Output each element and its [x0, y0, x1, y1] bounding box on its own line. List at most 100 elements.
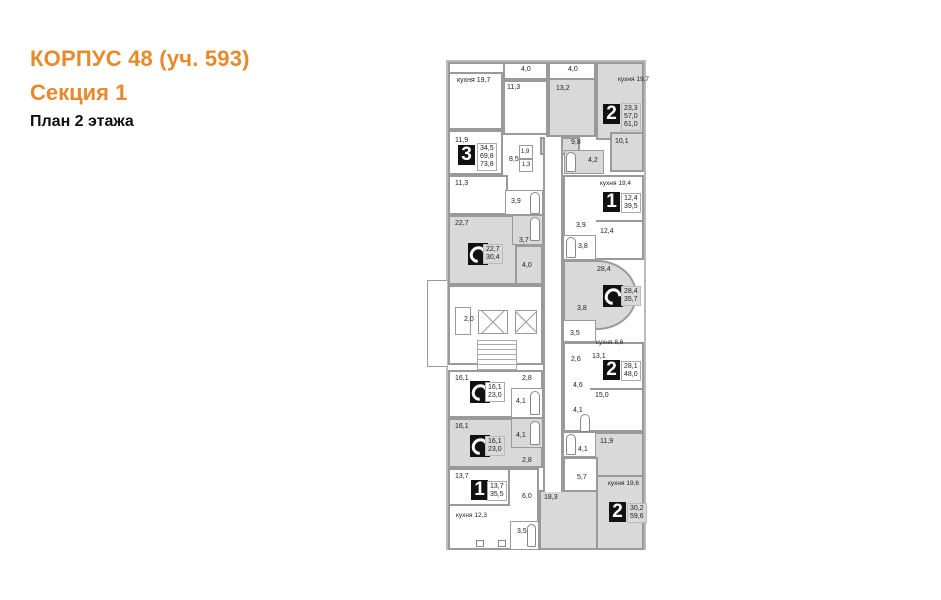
room-label: 18,3: [544, 494, 558, 501]
room-label: 4,6: [573, 382, 583, 389]
room-label: 16,1: [455, 375, 469, 382]
apartment-type-badge: 2: [609, 501, 626, 522]
area-total: 59,6: [630, 513, 644, 520]
bathtub-icon: [580, 414, 590, 432]
stairs-icon: [477, 340, 517, 370]
area-with-balcony: 73,8: [480, 161, 494, 168]
apartment-type-badge: 3: [458, 144, 475, 165]
room: [503, 80, 548, 135]
room-label: 13,1: [592, 353, 606, 360]
apartment-type-badge: [601, 284, 625, 308]
bathtub-icon: [566, 237, 576, 258]
apartment-2-mid[interactable]: [563, 342, 644, 432]
room-label: 3,5: [570, 330, 580, 337]
room-label: кухня 19,7: [618, 76, 649, 83]
room-label: 4,0: [521, 66, 531, 73]
area-total: 48,0: [624, 371, 638, 378]
apartment-areas: 13,7 35,5: [487, 481, 507, 501]
room-label: кухня 19,4: [600, 180, 631, 187]
room-label: 2,8: [522, 375, 532, 382]
apartment-areas: 34,5 69,8 73,8: [477, 143, 497, 171]
room-label: 1,9: [521, 149, 530, 155]
room-label: 3,7: [519, 237, 529, 244]
room-label: 4,0: [568, 66, 578, 73]
room-label: 12,4: [600, 228, 614, 235]
room-bedroom: [448, 175, 508, 215]
room-label: 3,9: [576, 222, 586, 229]
storage-room: [455, 307, 471, 335]
area-living: 23,3: [624, 105, 638, 112]
room: [503, 62, 548, 80]
room-label: 3,8: [578, 243, 588, 250]
room-label: 9,8: [571, 139, 581, 146]
area-living: 28,4: [624, 288, 638, 295]
room-label: 4,0: [522, 262, 532, 269]
bathtub-icon: [566, 434, 576, 455]
room-wc: [519, 145, 533, 159]
room-label: 4,1: [573, 407, 583, 414]
room-label: 11,9: [600, 438, 614, 445]
apartment-areas: 23,3 57,0 61,0: [621, 103, 641, 131]
area-total: 69,8: [480, 153, 494, 160]
apartment-type-badge: 1: [603, 191, 620, 212]
room-label: 3,9: [511, 198, 521, 205]
area-living: 22,7: [486, 246, 500, 253]
room-label: 16,1: [455, 423, 469, 430]
room-label: 2,8: [522, 457, 532, 464]
apartment-type-badge: 1: [471, 479, 488, 500]
room-kitchen: [448, 72, 503, 130]
room-hall: [515, 245, 543, 285]
area-with-balcony: 61,0: [624, 121, 638, 128]
room-label: кухня 8,6: [596, 339, 624, 346]
apartment-areas: 28,4 35,7: [621, 286, 641, 306]
apartment-areas: 22,7 30,4: [483, 244, 503, 264]
room-label: 4,1: [516, 398, 526, 405]
room-label: 8,5: [509, 156, 519, 163]
apartment-areas: 12,4 39,5: [621, 193, 641, 213]
section-title: Секция 1: [30, 80, 128, 105]
area-total: 39,5: [624, 203, 638, 210]
stove-icon: [498, 540, 506, 547]
room-label: 4,1: [578, 446, 588, 453]
room-label: кухня 19,7: [457, 77, 491, 84]
area-living: 16,1: [488, 438, 502, 445]
area-living: 28,1: [624, 363, 638, 370]
room-label: 2,6: [571, 356, 581, 363]
room-label: 11,9: [455, 137, 469, 144]
wall: [598, 475, 644, 477]
area-living: 34,5: [480, 145, 494, 152]
room: [610, 132, 644, 172]
elevator-icon: [478, 310, 508, 334]
wall: [596, 220, 644, 222]
room-label: 4,2: [588, 157, 598, 164]
area-total: 57,0: [624, 113, 638, 120]
bathtub-icon: [530, 391, 540, 415]
room-label: 3,8: [577, 305, 587, 312]
room-closet: [519, 159, 533, 172]
bathtub-icon: [527, 524, 536, 547]
area-total: 35,7: [624, 296, 638, 303]
apartment-areas: 16,1 23,0: [485, 436, 505, 456]
balcony: [427, 280, 447, 367]
area-living: 12,4: [624, 195, 638, 202]
floor-label: План 2 этажа: [30, 113, 134, 130]
apartment-type-badge: 2: [603, 359, 620, 380]
apartment-areas: 30,2 59,6: [627, 503, 647, 523]
area-total: 23,0: [488, 392, 502, 399]
room: [548, 62, 596, 80]
room-label: 22,7: [455, 220, 469, 227]
room-label: 10,1: [615, 138, 629, 145]
bathtub-icon: [566, 152, 576, 172]
room-label: 1,3: [522, 162, 531, 168]
area-living: 16,1: [488, 384, 502, 391]
room-label: 15,0: [595, 392, 609, 399]
elevator-icon: [515, 310, 537, 334]
wall: [590, 388, 644, 390]
room-label: кухня 19,6: [608, 480, 639, 487]
bathtub-icon: [530, 421, 540, 445]
area-total: 30,4: [486, 254, 500, 261]
room-bedroom: [539, 490, 598, 550]
room-label: 13,7: [455, 473, 469, 480]
room-label: 4,1: [516, 432, 526, 439]
room-label: 13,2: [556, 85, 570, 92]
